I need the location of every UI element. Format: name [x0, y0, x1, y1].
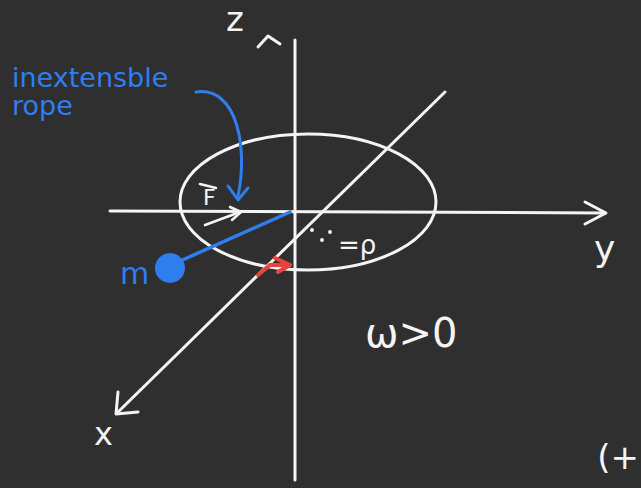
- rope-pointer: [196, 92, 242, 196]
- x-axis: [118, 92, 445, 412]
- angular-velocity: ω>0: [365, 312, 457, 354]
- rotation-arrow: [258, 258, 290, 275]
- mass: [155, 253, 185, 283]
- mass-label: m: [120, 258, 149, 290]
- axis-label: y: [594, 230, 615, 268]
- radius-dots: [310, 228, 332, 242]
- x-arrowhead: [116, 392, 138, 414]
- force-arrowhead: [230, 207, 241, 220]
- radius-label: =ρ: [338, 232, 376, 259]
- axis-label: x: [94, 418, 113, 452]
- z-arrowhead: [258, 36, 280, 47]
- rope: [178, 212, 290, 262]
- y-axis: [110, 211, 605, 213]
- force-label: F: [203, 186, 216, 209]
- rope-pointer-head: [228, 186, 248, 200]
- z-axis: [294, 40, 297, 480]
- orbit-circle: [180, 134, 436, 270]
- axis-label: z: [226, 2, 244, 38]
- note-fragment: (+: [597, 440, 639, 476]
- y-arrowhead: [585, 202, 606, 224]
- rope-label: inextensble rope: [12, 64, 212, 121]
